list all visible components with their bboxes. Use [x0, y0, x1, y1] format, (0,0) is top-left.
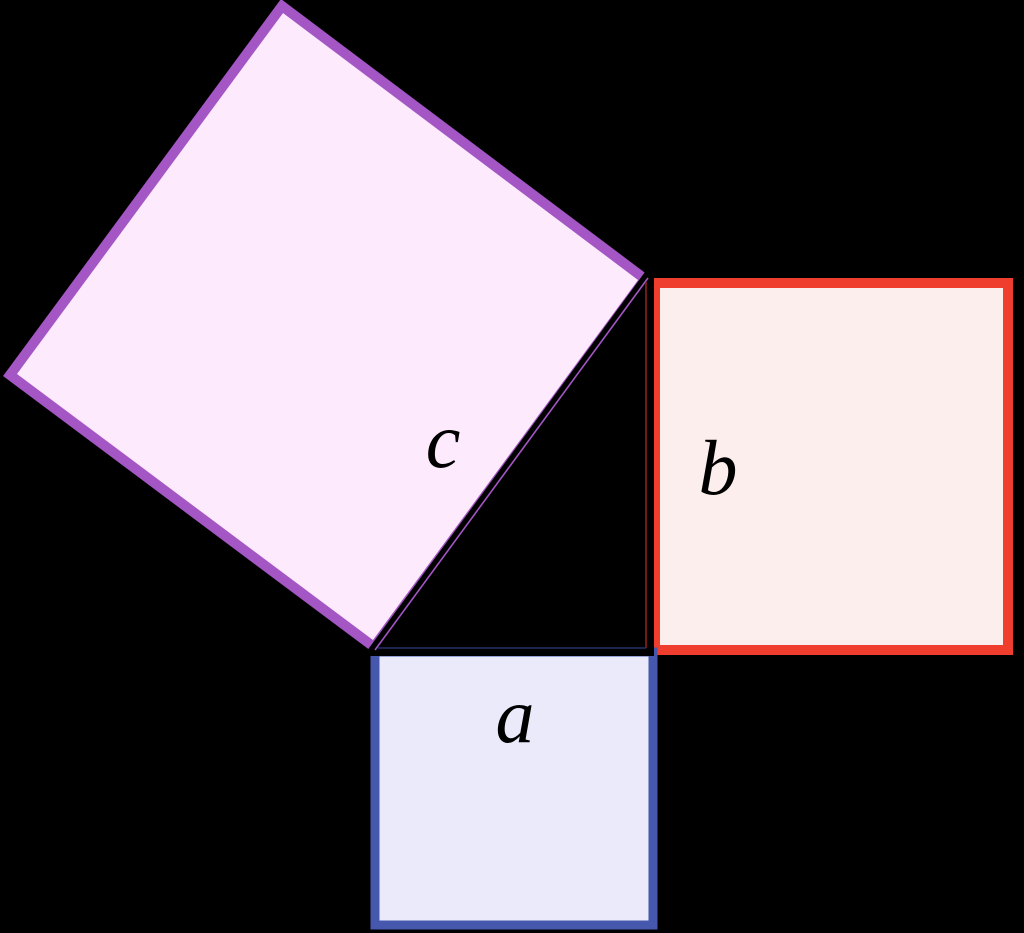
label-c: c: [426, 397, 461, 484]
label-b: b: [699, 424, 738, 511]
label-a: a: [496, 672, 535, 759]
square-b-shape: [650, 278, 1013, 655]
triangle-hypotenuse-edge: [374, 277, 649, 651]
